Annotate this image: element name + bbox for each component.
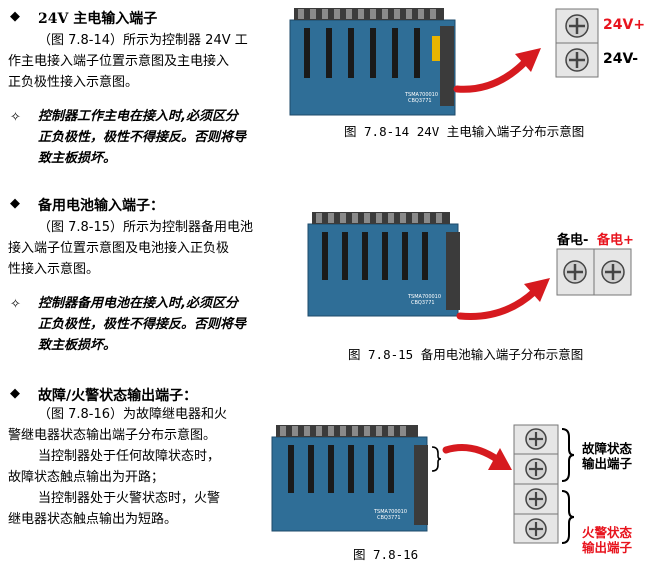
paragraph-line: 当控制器处于任何故障状态时，	[38, 449, 221, 464]
terminal-block-status-output	[513, 424, 559, 544]
section-heading-status-output: 故障/火警状态输出端子：	[38, 388, 198, 404]
brace-icon	[561, 428, 575, 482]
paragraph-line: （图 7.8-16）为故障继电器和火	[38, 407, 228, 422]
warning-line: 正负极性，极性不得接反。否则将导	[38, 130, 247, 145]
warning-marker-icon: ✧	[10, 297, 21, 312]
terminal-label-line: 故障状态	[582, 441, 633, 456]
figure-caption: 图 7.8-14 24V 主电输入端子分布示意图	[344, 124, 585, 139]
terminal-label-negative: 备电-	[557, 233, 589, 248]
diamond-bullet-icon: ◆	[10, 386, 20, 401]
paragraph-main-power: （图 7.8-14）所示为控制器 24V 工 作主电接入端子位置示意图及主电接入…	[8, 30, 248, 93]
paragraph-line: （图 7.8-15）所示为控制器备用电池	[38, 220, 254, 235]
terminal-label-line: 输出端子	[582, 456, 633, 471]
chip-label-2: CBQ3771	[377, 515, 401, 521]
chip-label: TSMA700010	[404, 92, 438, 98]
warning-line: 正负极性，极性不得接反。否则将导	[38, 317, 247, 332]
red-arrow-icon	[442, 444, 512, 470]
chip-label: TSMA700010	[373, 509, 407, 515]
terminal-label-line: 输出端子	[582, 540, 633, 555]
fire-alarm-output-label: 火警状态 输出端子	[582, 525, 632, 555]
controller-board-image: TSMA700010 CBQ3771	[307, 212, 460, 317]
terminal-label-negative: 24V-	[603, 51, 639, 67]
section-heading-backup-battery: 备用电池输入端子：	[38, 198, 164, 214]
warning-line: 致主板损坏。	[38, 151, 117, 166]
warning-line: 致主板损坏。	[38, 338, 117, 353]
paragraph-line: 作主电接入端子位置示意图及主电接入	[8, 54, 230, 69]
fault-output-label: 故障状态 输出端子	[582, 441, 632, 471]
diamond-bullet-icon: ◆	[10, 9, 20, 24]
terminal-label-positive: 备电+	[597, 233, 634, 248]
controller-board-image: TSMA700010 CBQ3771	[271, 425, 428, 532]
controller-board-image: TSMA700010 CBQ3771	[289, 8, 456, 116]
paragraph-status-output: （图 7.8-16）为故障继电器和火 警继电器状态输出端子分布示意图。 当控制器…	[8, 404, 228, 530]
paragraph-line: （图 7.8-14）所示为控制器 24V 工	[38, 33, 248, 48]
figure-caption: 图 7.8-15 备用电池输入端子分布示意图	[348, 347, 584, 362]
terminal-block-backup-battery	[556, 248, 632, 296]
paragraph-line: 接入端子位置示意图及电池接入正负极	[8, 241, 230, 256]
paragraph-line: 性接入示意图。	[8, 262, 100, 277]
chip-label-2: CBQ3771	[411, 300, 435, 306]
paragraph-line: 警继电器状态输出端子分布示意图。	[8, 428, 217, 443]
red-arrow-icon	[456, 278, 550, 320]
warning-line: 控制器工作主电在接入时,必须区分	[38, 109, 238, 124]
paragraph-line: 故障状态触点输出为开路；	[8, 470, 165, 485]
warning-marker-icon: ✧	[10, 110, 21, 125]
brace-icon	[561, 490, 575, 544]
paragraph-line: 当控制器处于火警状态时，火警	[38, 491, 221, 506]
paragraph-line: 正负极性接入示意图。	[8, 75, 139, 90]
red-arrow-icon	[453, 48, 541, 93]
chip-label: TSMA700010	[407, 294, 441, 300]
chip-label-2: CBQ3771	[408, 98, 432, 104]
warning-main-power: 控制器工作主电在接入时,必须区分 正负极性，极性不得接反。否则将导 致主板损坏。	[38, 106, 246, 169]
diamond-bullet-icon: ◆	[10, 196, 20, 211]
terminal-label-line: 火警状态	[582, 525, 633, 540]
terminal-label-positive: 24V+	[603, 17, 646, 33]
paragraph-line: 继电器状态触点输出为短路。	[8, 512, 178, 527]
warning-backup-battery: 控制器备用电池在接入时,必须区分 正负极性，极性不得接反。否则将导 致主板损坏。	[38, 293, 246, 356]
section-heading-main-power: 24V 主电输入端子	[38, 11, 158, 27]
figure-caption: 图 7.8-16	[353, 547, 419, 562]
paragraph-backup-battery: （图 7.8-15）所示为控制器备用电池 接入端子位置示意图及电池接入正负极 性…	[8, 217, 254, 280]
terminal-block-main-power	[555, 8, 599, 78]
warning-line: 控制器备用电池在接入时,必须区分	[38, 296, 238, 311]
brace-icon	[431, 446, 442, 472]
